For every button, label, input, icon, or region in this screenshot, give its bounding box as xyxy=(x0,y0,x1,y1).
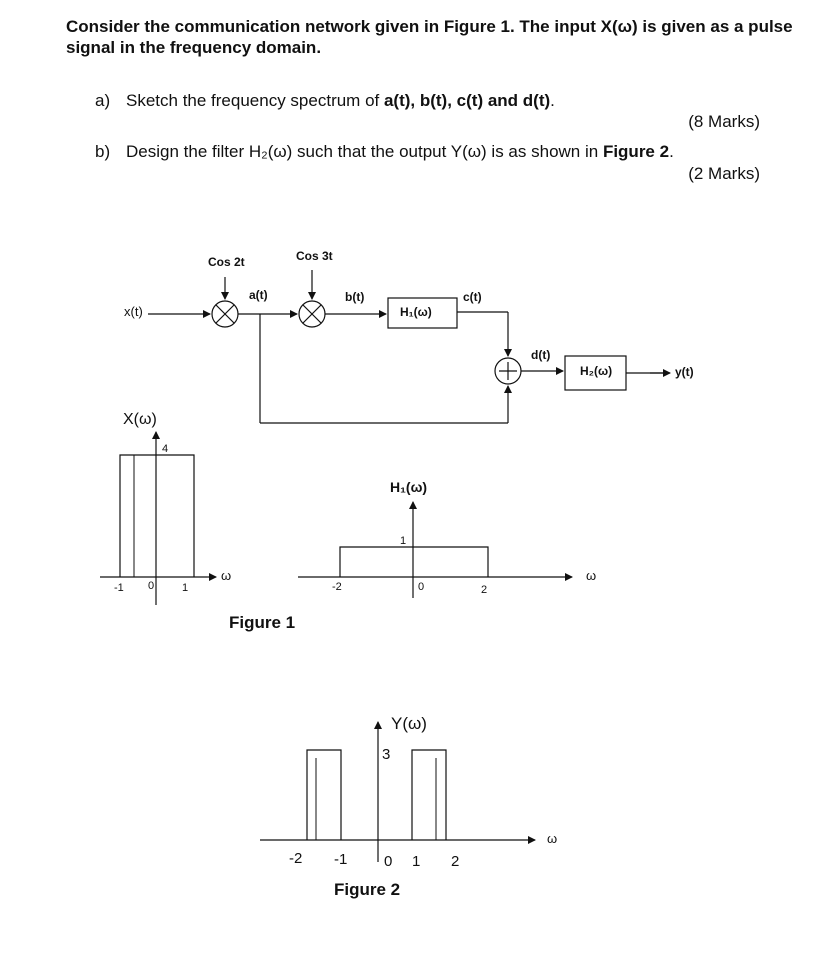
y-tick-2: 2 xyxy=(451,853,460,870)
h2-block xyxy=(564,355,627,391)
x-spectrum-ylabel: X(ω) xyxy=(123,411,157,428)
part-b-figure-ref: Figure 2 xyxy=(602,142,670,161)
part-a-prefix: Sketch the frequency spectrum of xyxy=(126,91,384,110)
y-tick-0: 0 xyxy=(384,853,393,870)
part-a-text: Sketch the frequency spectrum of a(t), b… xyxy=(126,90,555,111)
output-label: y(t) xyxy=(675,365,694,379)
x-tick-0: 0 xyxy=(148,580,155,592)
mixer-2 xyxy=(298,300,326,328)
h2-block-label: H₂(ω) xyxy=(580,364,613,378)
part-a-marks: (8 Marks) xyxy=(688,112,760,131)
y-spectrum-left-pulse xyxy=(306,749,342,840)
x-tick-neg1: -1 xyxy=(114,582,124,594)
mixer-1 xyxy=(211,300,239,328)
h1-spectrum-height: 1 xyxy=(400,535,407,547)
x-spectrum-xlabel: ω xyxy=(221,568,232,583)
h1-block xyxy=(387,297,458,329)
y-spectrum-plot xyxy=(260,721,536,862)
carrier-2-label: Cos 3t xyxy=(296,249,333,263)
signal-b-label: b(t) xyxy=(345,290,365,304)
part-b-suffix: . xyxy=(669,142,674,161)
h1-tick-neg2: -2 xyxy=(332,581,342,593)
h1-spectrum-xlabel: ω xyxy=(586,568,597,583)
figure-2-caption: Figure 2 xyxy=(334,880,401,899)
signal-c-label: c(t) xyxy=(463,290,482,304)
part-b-text: Design the filter H₂(ω) such that the ou… xyxy=(126,141,674,162)
x-spectrum-plot xyxy=(100,431,217,605)
y-tick-1: 1 xyxy=(412,853,421,870)
x-tick-1: 1 xyxy=(182,582,189,594)
y-spectrum-right-pulse xyxy=(411,749,447,840)
adder xyxy=(494,357,522,385)
x-spectrum-pulse xyxy=(119,454,195,577)
part-a-signals: a(t), b(t), c(t) and d(t) xyxy=(383,91,551,110)
y-spectrum-xlabel: ω xyxy=(547,831,558,846)
y-spectrum-height: 3 xyxy=(382,746,391,763)
part-b-label: b) xyxy=(95,142,111,161)
h1-spectrum-title: H₁(ω) xyxy=(390,479,428,495)
x-spectrum-height: 4 xyxy=(162,443,169,455)
part-a-label: a) xyxy=(95,91,111,110)
h1-spectrum-plot xyxy=(298,501,573,598)
part-a-suffix: . xyxy=(550,91,555,110)
h1-spectrum-pulse xyxy=(339,546,489,577)
figure-1-caption: Figure 1 xyxy=(229,613,296,632)
question-intro: Consider the communication network given… xyxy=(66,17,793,57)
block-diagram xyxy=(148,270,671,424)
part-b-marks: (2 Marks) xyxy=(688,164,760,183)
signal-d-label: d(t) xyxy=(531,348,551,362)
h1-tick-2: 2 xyxy=(481,584,488,596)
y-tick-neg2: -2 xyxy=(289,850,303,867)
input-label: x(t) xyxy=(124,304,143,319)
y-spectrum-ylabel: Y(ω) xyxy=(391,714,427,733)
part-b-prefix: Design the filter H₂(ω) such that the ou… xyxy=(126,142,603,161)
y-tick-neg1: -1 xyxy=(334,851,348,868)
h1-block-label: H₁(ω) xyxy=(400,305,432,319)
signal-a-label: a(t) xyxy=(249,288,268,302)
h1-tick-0: 0 xyxy=(418,581,425,593)
carrier-1-label: Cos 2t xyxy=(208,255,245,269)
